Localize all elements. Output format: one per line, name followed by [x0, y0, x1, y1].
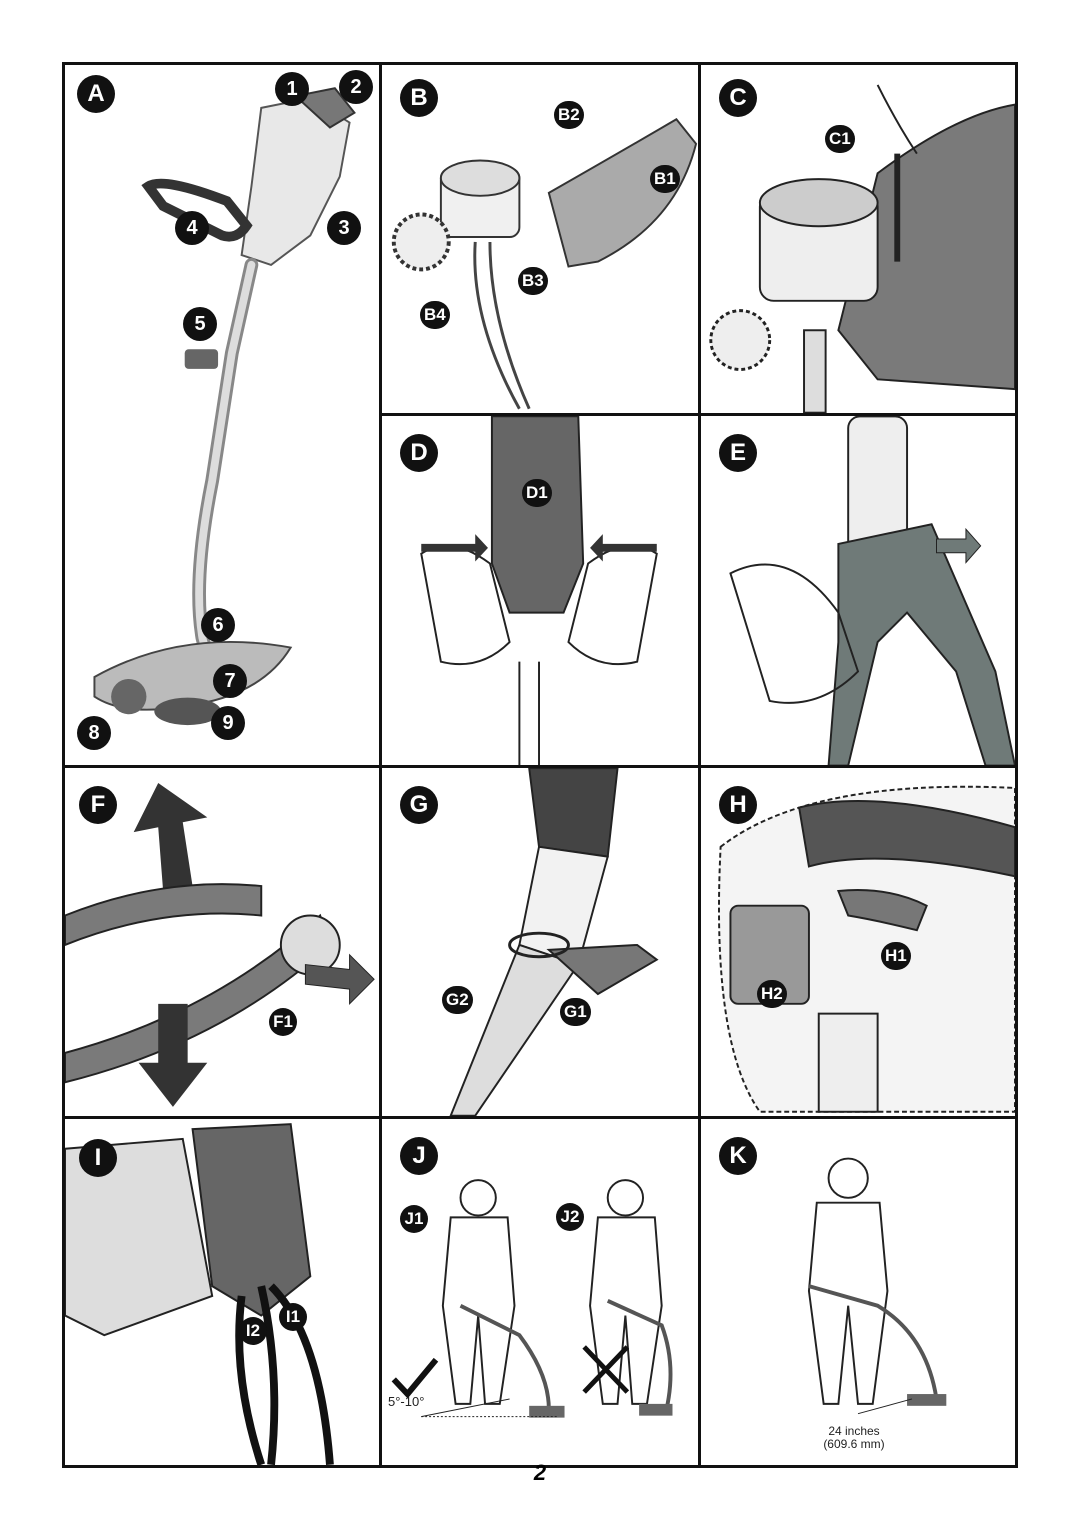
panel-f: F F1	[62, 765, 382, 1119]
panel-label: H	[719, 786, 757, 824]
callout-b2: B2	[554, 101, 584, 129]
callout-5: 5	[183, 307, 217, 341]
distance-caption-line2: (609.6 mm)	[823, 1437, 885, 1451]
panel-label: F	[79, 786, 117, 824]
callout-h1: H1	[881, 942, 911, 970]
distance-caption-line1: 24 inches	[828, 1424, 880, 1438]
angle-caption: 5°-10°	[388, 1394, 425, 1409]
handle-press-illustration	[420, 416, 658, 766]
panel-i: I I1 I2	[62, 1116, 382, 1468]
panel-label: C	[719, 79, 757, 117]
panel-label: D	[400, 434, 438, 472]
panel-e: E	[698, 413, 1018, 769]
panel-c: C C1	[698, 62, 1018, 416]
aux-handle-attach-illustration	[729, 416, 1015, 766]
panel-label: A	[77, 75, 115, 113]
callout-2: 2	[339, 70, 373, 104]
callout-9: 9	[211, 706, 245, 740]
callout-b3: B3	[518, 267, 548, 295]
panel-k: K 24 inches (609.6 mm)	[698, 1116, 1018, 1468]
shaft-collar-illustration	[449, 768, 659, 1116]
panel-d: D D1	[379, 413, 701, 769]
panel-label: K	[719, 1137, 757, 1175]
callout-h2: H2	[757, 980, 787, 1008]
page-number: 2	[533, 1460, 547, 1485]
trimmer-overview-illustration	[93, 87, 356, 726]
panel-label: I	[79, 1139, 117, 1177]
callout-g1: G1	[560, 998, 591, 1026]
cutting-distance-illustration	[807, 1157, 947, 1415]
panel-a: A 1 2 3 4 5 6 7 8 9	[62, 62, 382, 768]
callout-3: 3	[327, 211, 361, 245]
callout-b1: B1	[650, 165, 680, 193]
panel-label: B	[400, 79, 438, 117]
panel-j: J J1 J2 5°-10°	[379, 1116, 701, 1468]
callout-g2: G2	[442, 986, 473, 1014]
panel-h: H H1 H2	[698, 765, 1018, 1119]
callout-f1: F1	[269, 1008, 297, 1036]
callout-j2: J2	[556, 1203, 584, 1231]
screwdriver-guard-illustration	[709, 84, 1015, 413]
callout-8: 8	[77, 716, 111, 750]
trigger-illustration	[718, 785, 1015, 1113]
panel-b: B B1 B2 B3 B4	[379, 62, 701, 416]
panel-g: G G1 G2	[379, 765, 701, 1119]
callout-d1: D1	[522, 479, 552, 507]
guard-attach-illustration	[391, 117, 698, 410]
panel-label: G	[400, 786, 438, 824]
callout-j1: J1	[400, 1205, 428, 1233]
callout-7: 7	[213, 664, 247, 698]
operating-position-illustration	[391, 1179, 673, 1418]
callout-1: 1	[275, 72, 309, 106]
callout-4: 4	[175, 211, 209, 245]
callout-6: 6	[201, 608, 235, 642]
callout-b4: B4	[420, 301, 450, 329]
panel-label: J	[400, 1137, 438, 1175]
callout-c1: C1	[825, 125, 855, 153]
panel-label: E	[719, 434, 757, 472]
handle-adjust-illustration	[65, 783, 375, 1107]
cord-retainer-illustration	[65, 1123, 334, 1465]
callout-i1: I1	[279, 1303, 307, 1331]
callout-i2: I2	[239, 1317, 267, 1345]
